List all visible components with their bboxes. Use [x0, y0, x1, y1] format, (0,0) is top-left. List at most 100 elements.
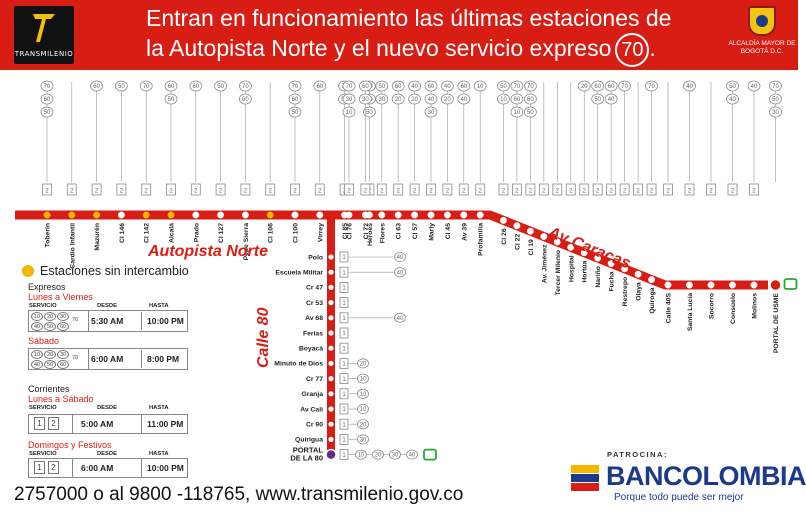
route-number: 60	[292, 97, 299, 103]
col-hasta: HASTA	[149, 451, 169, 457]
service-square	[339, 418, 349, 430]
station-dot	[476, 211, 484, 219]
service-number: 2	[569, 189, 573, 195]
service-square	[619, 183, 630, 196]
station-dot	[361, 211, 369, 219]
station-dot	[411, 211, 419, 219]
service-number: 2	[413, 189, 417, 195]
service-number: 2	[120, 189, 124, 195]
station-dot	[607, 260, 615, 267]
service-number: 1	[342, 255, 346, 261]
route-number: 40	[397, 316, 404, 322]
service-square	[141, 183, 152, 196]
service-routes: 1 2	[29, 415, 73, 433]
service-number: 2	[479, 189, 483, 195]
station-label: Polo	[308, 254, 323, 261]
route-number: 10	[514, 110, 521, 116]
calle-80-title: Calle 80	[255, 307, 272, 368]
service-number: 2	[623, 189, 627, 195]
route-badge: 10	[31, 350, 43, 359]
route-number: 50	[44, 110, 51, 116]
station-dot	[664, 281, 672, 289]
route-circle	[457, 80, 471, 92]
service-number: 2	[446, 189, 450, 195]
route-number: 40	[397, 270, 404, 276]
service-number: 2	[583, 189, 587, 195]
route-circle	[358, 80, 372, 92]
station-label: Cl 22	[514, 234, 521, 250]
route-circle	[288, 106, 302, 118]
route-number: 20	[375, 453, 382, 459]
station-dot	[43, 211, 51, 219]
route-number: 10	[500, 97, 507, 103]
legend-no-transfer-label: Estaciones sin intercambio	[40, 263, 189, 278]
service-square	[579, 183, 590, 196]
portal-station	[769, 278, 782, 292]
headline-line1: Entran en funcionamiento las últimas est…	[146, 5, 672, 31]
service-square	[339, 266, 349, 278]
station-dot	[394, 211, 402, 219]
route-circle	[375, 93, 389, 105]
service-number: 1	[342, 377, 346, 383]
route-circle	[523, 80, 537, 92]
service-number: 1	[342, 316, 346, 322]
route-number: 70	[514, 84, 521, 90]
service-square	[727, 183, 738, 196]
route-circle	[604, 93, 618, 105]
route-circle	[645, 80, 658, 92]
service-number: 1	[342, 362, 346, 368]
station-dot	[686, 281, 693, 289]
station-label: Cardio Infantil	[69, 223, 76, 269]
route-circle	[394, 312, 406, 323]
route-circle	[408, 80, 422, 92]
route-number: 40	[460, 97, 467, 103]
schedule-express-saturday: 10 20 30 40 50 60 70 6:00 AM 8:00 PM	[28, 348, 188, 370]
station-dot	[117, 211, 125, 219]
route-number: 20	[581, 84, 588, 90]
service-square	[426, 183, 436, 196]
route-circle	[362, 106, 376, 118]
station-dot	[594, 254, 602, 262]
route-square: 2	[48, 461, 59, 474]
station-label: Hortúa	[582, 260, 589, 282]
route-number: 50	[527, 110, 534, 116]
service-square	[512, 183, 522, 196]
contact-info: 2757000 o al 9800 -118765, www.transmile…	[14, 484, 464, 505]
route-badge-70: 70	[72, 355, 79, 361]
service-number: 1	[342, 392, 346, 398]
station-label: Héroes	[367, 223, 374, 246]
route-circle	[357, 419, 369, 430]
route-circle	[238, 80, 252, 92]
route-number: 70	[242, 84, 249, 90]
route-number: 40	[686, 84, 693, 90]
station-dot	[553, 238, 561, 246]
corrientes-heading: Corrientes	[28, 384, 70, 394]
service-number: 2	[169, 189, 173, 195]
service-square	[606, 183, 617, 196]
route-number: 60	[93, 84, 100, 90]
station-dot	[328, 376, 334, 382]
service-square	[42, 183, 52, 196]
service-number: 1	[342, 331, 346, 337]
route-number: 20	[360, 362, 367, 368]
service-number: 2	[731, 189, 735, 195]
station-label: Toberín	[45, 223, 52, 247]
service-number: 2	[650, 189, 654, 195]
route-number: 30	[428, 110, 435, 116]
service-square	[339, 373, 349, 385]
station-label: Cr 53	[306, 300, 323, 307]
station-dot	[93, 211, 101, 219]
route-circle	[214, 80, 228, 92]
route-number: 40	[729, 97, 736, 103]
route-number: 20	[395, 97, 402, 103]
station-dot	[707, 281, 715, 289]
station-dot	[217, 211, 225, 219]
sundays-heading: Domingos y Festivos	[28, 440, 112, 450]
route-circle	[358, 93, 372, 105]
route-number: 40	[428, 97, 435, 103]
service-number: 2	[397, 189, 401, 195]
station-label: Mazurén	[94, 223, 101, 251]
legend-no-transfer: Estaciones sin intercambio	[22, 262, 189, 280]
expresos-heading: Expresos	[28, 282, 66, 292]
